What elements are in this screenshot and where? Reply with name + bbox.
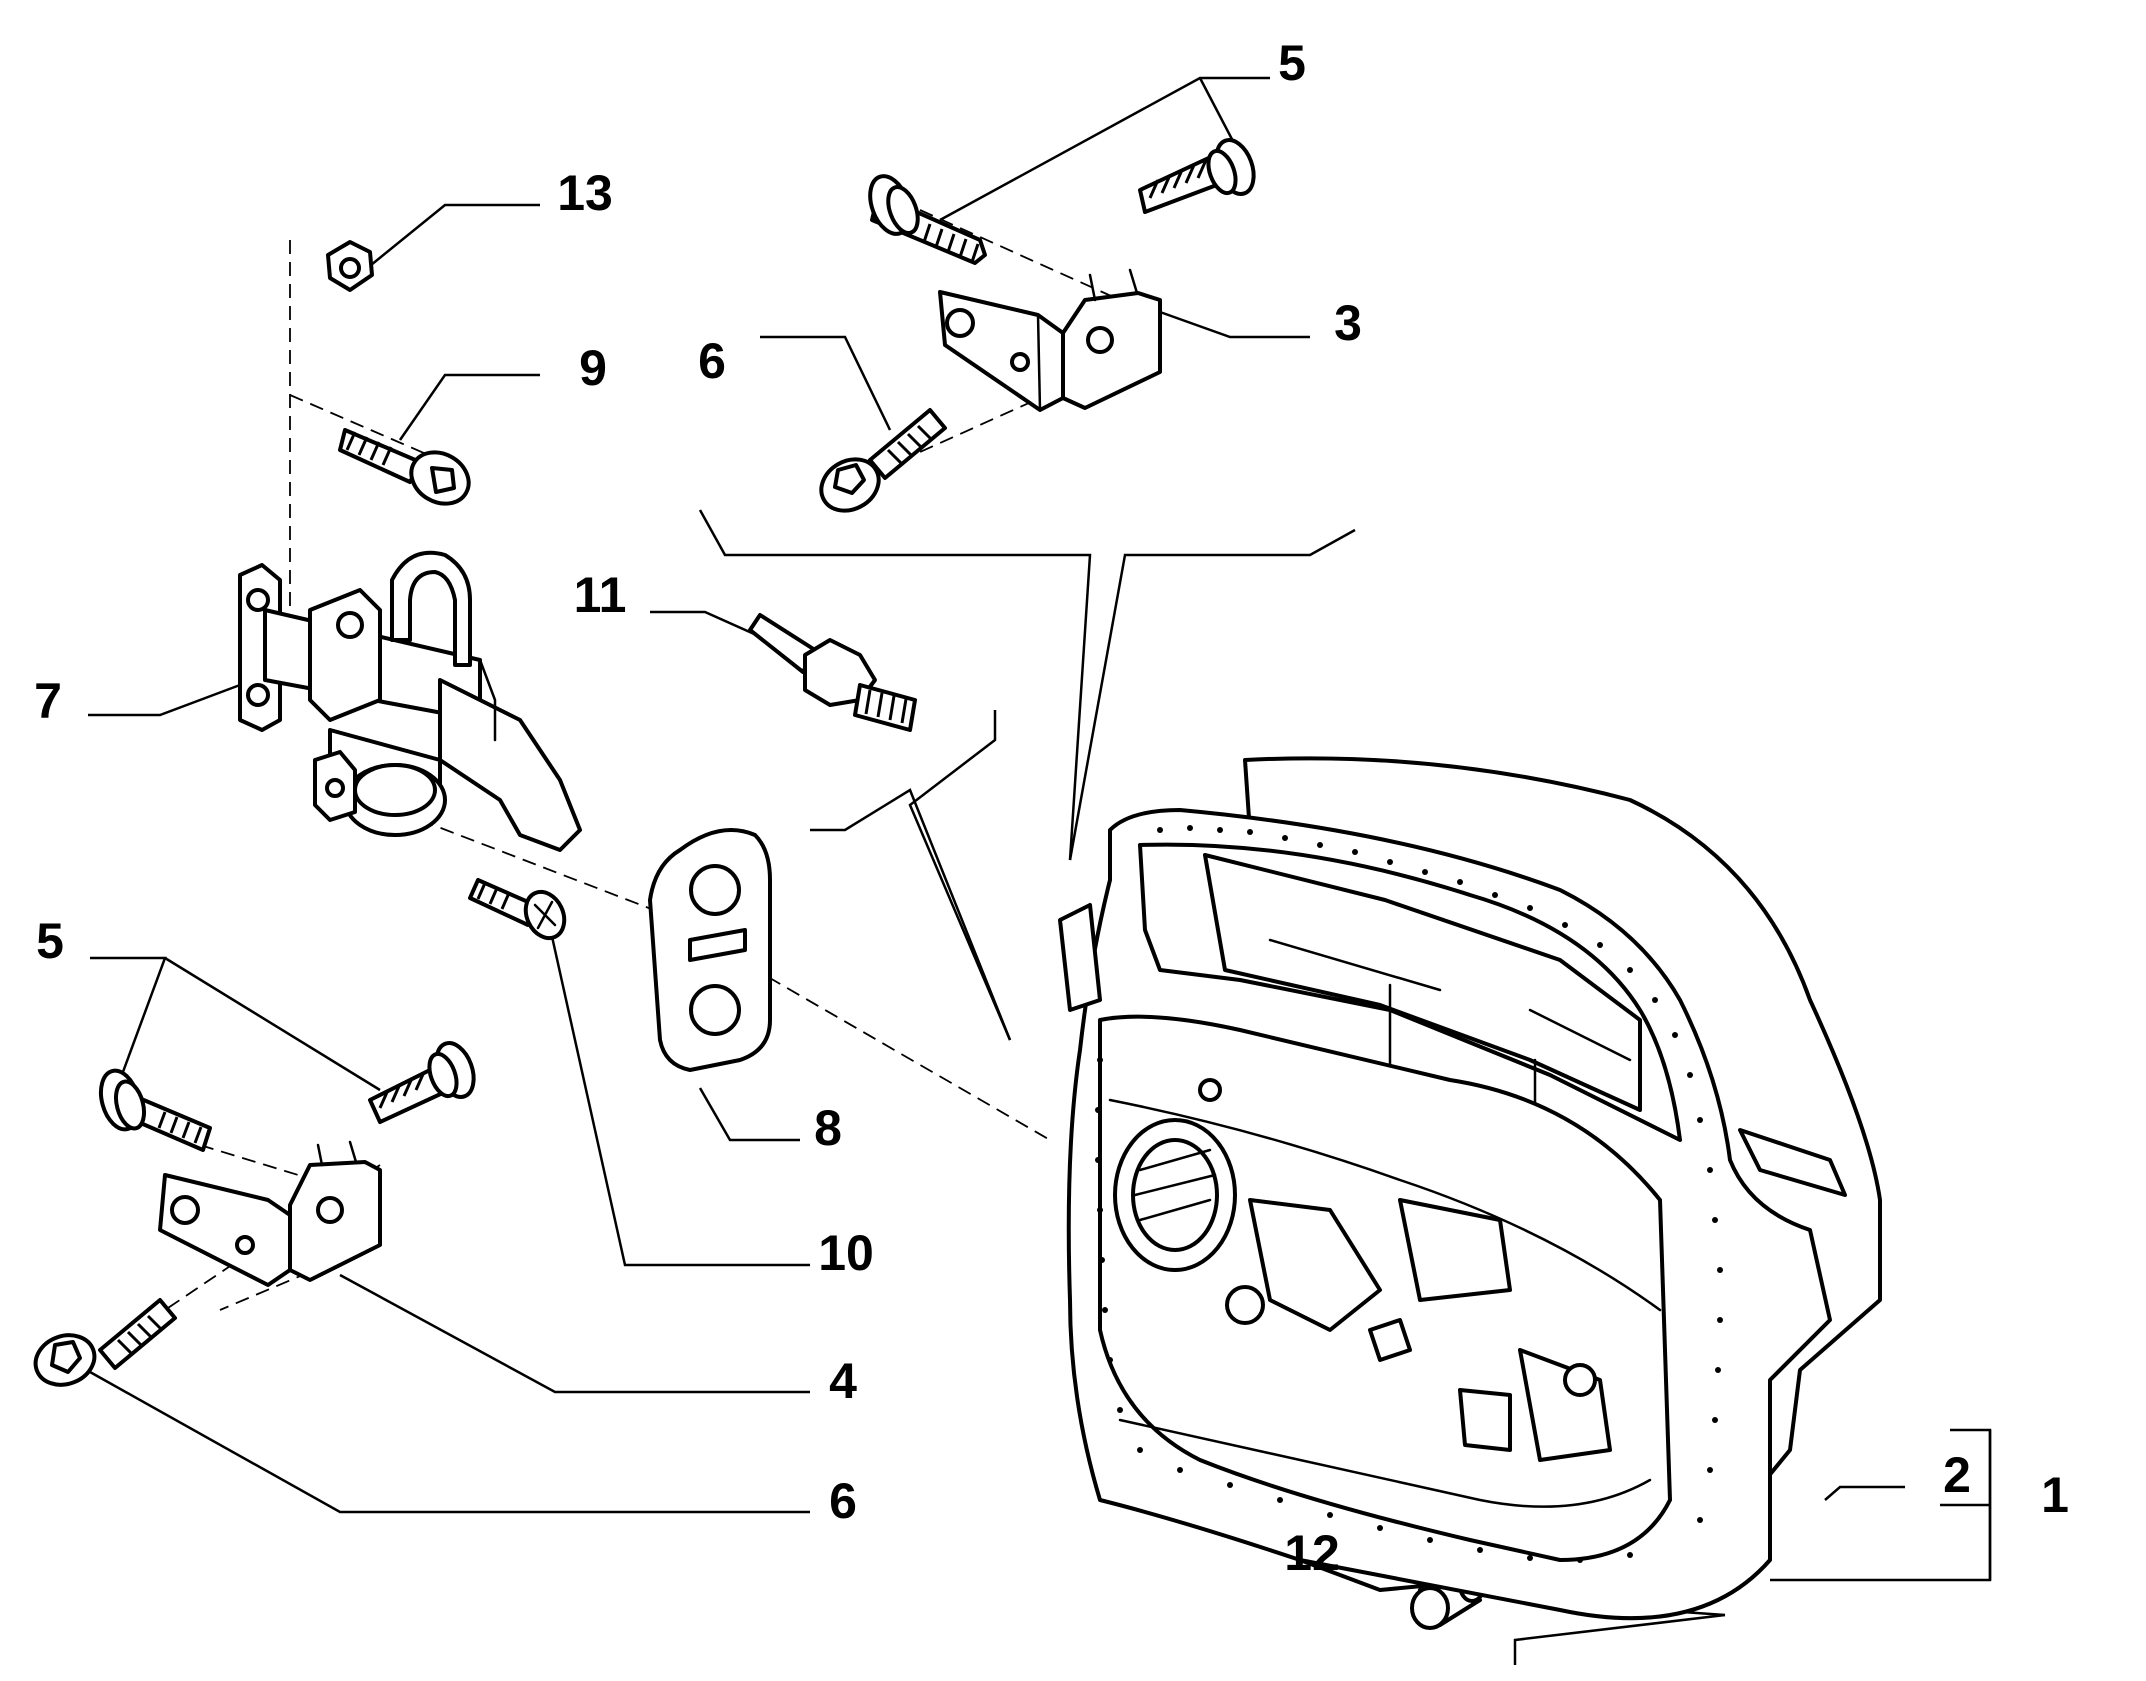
- bolt-6-top: [819, 408, 947, 513]
- bolt-9: [338, 428, 471, 506]
- bolt-5-top-right: [1138, 138, 1256, 214]
- callout-13: 13: [557, 165, 613, 221]
- door-assembly-1: [1058, 756, 1882, 1621]
- callout-7: 7: [34, 673, 62, 729]
- bolt-6-bottom: [33, 1298, 177, 1387]
- callout-2: 2: [1943, 1447, 1971, 1503]
- callout-11: 11: [574, 567, 627, 623]
- callout-12: 12: [1284, 1525, 1340, 1581]
- bolt-5-left-a: [98, 1068, 212, 1152]
- nut-13: [326, 240, 374, 292]
- bolt-5-top-left: [868, 174, 987, 265]
- callout-5-left: 5: [36, 913, 64, 969]
- callout-5-top: 5: [1278, 35, 1306, 91]
- stud-11: [748, 613, 917, 732]
- assembly-axes: [164, 209, 1121, 1311]
- callout-1: 1: [2041, 1467, 2069, 1523]
- pad-8: [648, 828, 772, 1072]
- screw-10: [468, 878, 567, 941]
- callout-9: 9: [579, 340, 607, 396]
- bolt-5-left-b: [368, 1041, 476, 1124]
- callout-6-bottom: 6: [829, 1473, 857, 1529]
- callout-4: 4: [829, 1353, 857, 1409]
- callout-3: 3: [1334, 295, 1362, 351]
- hinge-bracket-4-lower: [158, 1140, 382, 1287]
- hinge-assembly-7: [238, 550, 582, 852]
- callout-10: 10: [818, 1225, 874, 1281]
- callout-8: 8: [814, 1100, 842, 1156]
- callout-labels: 5 13 3 6 9 11 7 5 8 10 4 6 12 2 1: [34, 35, 2069, 1581]
- callout-6-top: 6: [698, 333, 726, 389]
- hinge-bracket-3-upper: [938, 268, 1162, 412]
